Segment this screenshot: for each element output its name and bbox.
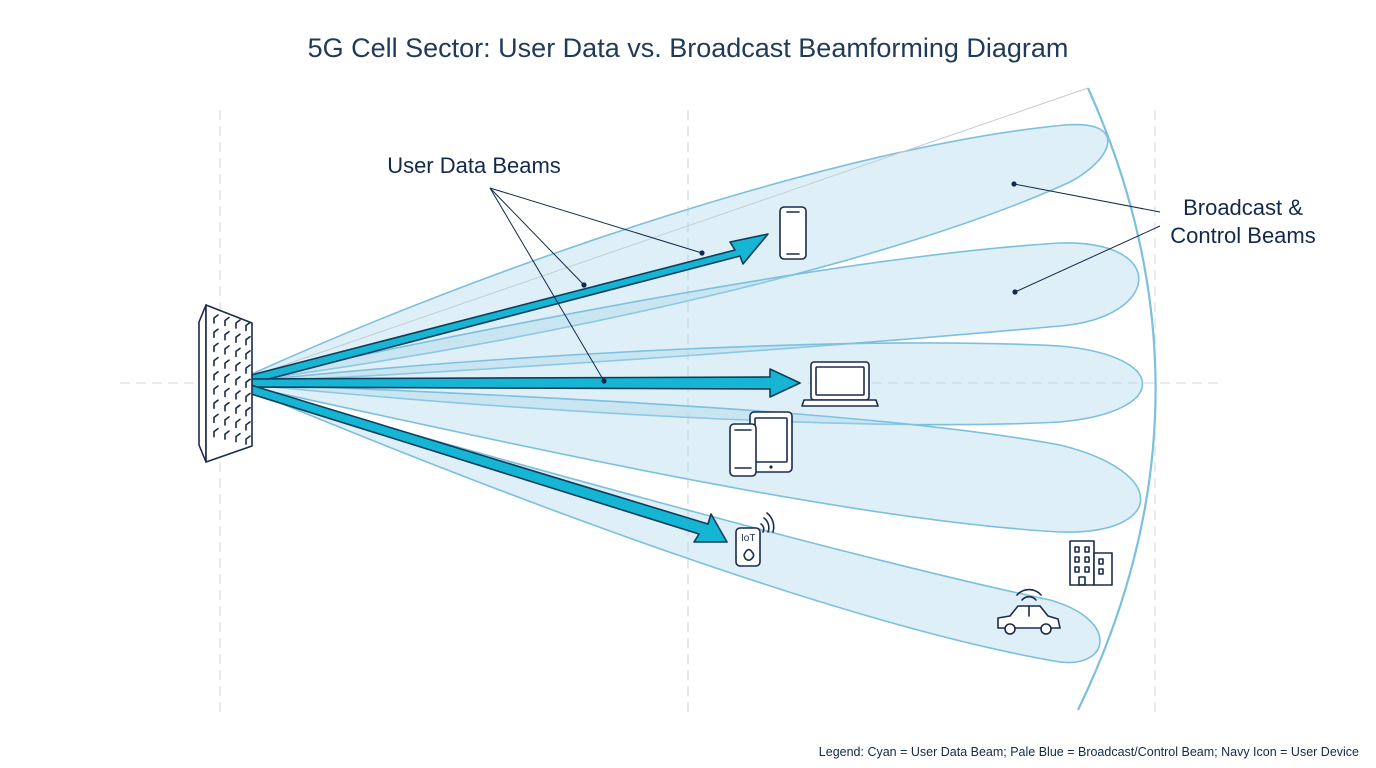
- antenna-element: [213, 413, 219, 424]
- car-icon: [997, 588, 1061, 635]
- antenna-element: [245, 335, 251, 346]
- antenna-element: [213, 314, 219, 324]
- antenna-element: [245, 321, 251, 332]
- antenna-element: [235, 418, 241, 429]
- broadcast-leaders: [1011, 181, 1161, 295]
- antenna-element: [235, 432, 241, 443]
- antenna-element: [235, 333, 241, 343]
- antenna-element: [224, 401, 230, 412]
- antenna-element: [235, 404, 241, 414]
- user-data-beam-phone: [231, 233, 769, 389]
- antenna-element: [235, 376, 241, 386]
- diagram-title: 5G Cell Sector: User Data vs. Broadcast …: [308, 33, 1069, 63]
- broadcast-label-line1: Broadcast &: [1183, 195, 1303, 220]
- antenna-element: [213, 399, 219, 409]
- antenna-element: [213, 328, 219, 338]
- laptop-icon: [801, 361, 879, 407]
- antenna-element: [245, 435, 251, 445]
- antenna-element: [213, 356, 219, 367]
- user-data-beams-label: User Data Beams: [387, 153, 561, 178]
- broadcast-beam-2: [231, 242, 1140, 384]
- antenna-element: [213, 342, 219, 353]
- antenna-element: [213, 371, 219, 381]
- tablet-phone-icon: [729, 411, 793, 477]
- antenna-element: [245, 350, 251, 360]
- antenna-element: [224, 373, 230, 384]
- antenna-element: [213, 427, 219, 438]
- antenna-element: [245, 364, 251, 374]
- antenna-face: [205, 304, 253, 463]
- sector-boundary-line: [231, 87, 1089, 384]
- broadcast-beams: [231, 123, 1144, 664]
- antenna-element: [245, 392, 251, 403]
- antenna-element: [224, 359, 230, 369]
- antenna-side: [198, 304, 207, 463]
- antenna-elements: [213, 314, 251, 445]
- user-data-beam-iot: [231, 379, 728, 543]
- antenna-element: [224, 416, 230, 426]
- broadcast-beam-4: [231, 382, 1142, 533]
- antenna-element: [224, 387, 230, 398]
- antenna-element: [224, 330, 230, 341]
- antenna-element: [224, 345, 230, 355]
- antenna-panel: [198, 304, 253, 463]
- antenna-element: [245, 421, 251, 431]
- antenna-element: [235, 347, 241, 358]
- antenna-element: [245, 406, 251, 417]
- iot-label: IoT: [741, 533, 755, 544]
- iot-device-icon: IoT: [735, 512, 775, 567]
- antenna-element: [235, 390, 241, 400]
- broadcast-beam-1: [231, 123, 1109, 384]
- sector-edge-arc: [1077, 87, 1157, 711]
- user-data-beam-laptop: [231, 368, 801, 398]
- user-data-beams: [231, 233, 801, 543]
- antenna-element: [235, 319, 241, 329]
- antenna-element: [245, 378, 251, 389]
- legend-text: Legend: Cyan = User Data Beam; Pale Blue…: [819, 745, 1359, 759]
- smartphone-icon: [779, 206, 807, 260]
- antenna-element: [224, 430, 230, 440]
- antenna-element: [235, 361, 241, 372]
- building-icon: [1069, 540, 1113, 586]
- antenna-element: [213, 385, 219, 395]
- antenna-element: [224, 316, 230, 327]
- broadcast-label-line2: Control Beams: [1170, 223, 1316, 248]
- user-data-leaders: [489, 187, 705, 384]
